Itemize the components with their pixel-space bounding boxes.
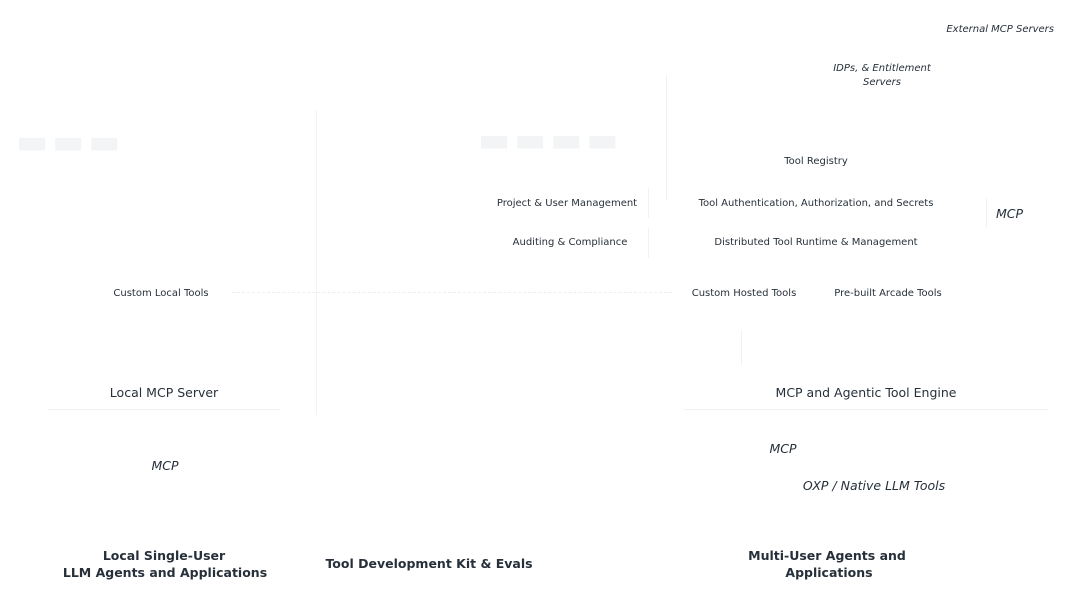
local-agents-label-line1: Local Single-User [102,548,226,563]
engine-underline [684,409,1048,410]
divider-vertical-engine [666,75,667,200]
divider-vertical-center [316,110,317,415]
tdk-evals-label: Tool Development Kit & Evals [325,556,533,571]
prebuilt-arcade-tools-label: Pre-built Arcade Tools [834,288,942,299]
divider-vertical-mgmt-1 [648,188,649,218]
mcp-left-label: MCP [151,458,179,473]
project-user-management-label: Project & User Management [496,198,638,209]
ghost-logo-center: ▬▬▬▬ [478,120,623,160]
distributed-runtime-label: Distributed Tool Runtime & Management [714,237,918,248]
idps-entitlement-label-line2: Servers [862,77,902,88]
multi-user-agents-label-line2: Applications [785,565,873,580]
ghost-logo-left: ▬▬▬ [16,122,125,162]
local-mcp-server-title: Local MCP Server [109,385,219,400]
local-agents-label-line2: LLM Agents and Applications [62,565,268,580]
dashed-connector [232,292,672,293]
mcp-right-label: MCP [996,206,1024,221]
divider-vertical-mcp [986,198,987,228]
custom-hosted-tools-label: Custom Hosted Tools [691,288,797,299]
tool-authentication-label: Tool Authentication, Authorization, and … [698,198,934,209]
custom-local-tools-label: Custom Local Tools [113,288,209,299]
idps-entitlement-label-line1: IDPs, & Entitlement [833,63,931,74]
divider-vertical-engine-low [741,330,742,365]
tool-registry-label: Tool Registry [784,156,848,167]
auditing-compliance-label: Auditing & Compliance [512,237,628,248]
oxp-native-llm-tools-label: OXP / Native LLM Tools [802,478,946,493]
external-mcp-servers-label: External MCP Servers [946,24,1054,35]
multi-user-agents-label-line1: Multi-User Agents and [748,548,906,563]
mcp-bottom-right-label: MCP [769,441,797,456]
divider-vertical-mgmt-2 [648,228,649,258]
engine-title: MCP and Agentic Tool Engine [775,385,957,400]
local-server-underline [48,409,280,410]
